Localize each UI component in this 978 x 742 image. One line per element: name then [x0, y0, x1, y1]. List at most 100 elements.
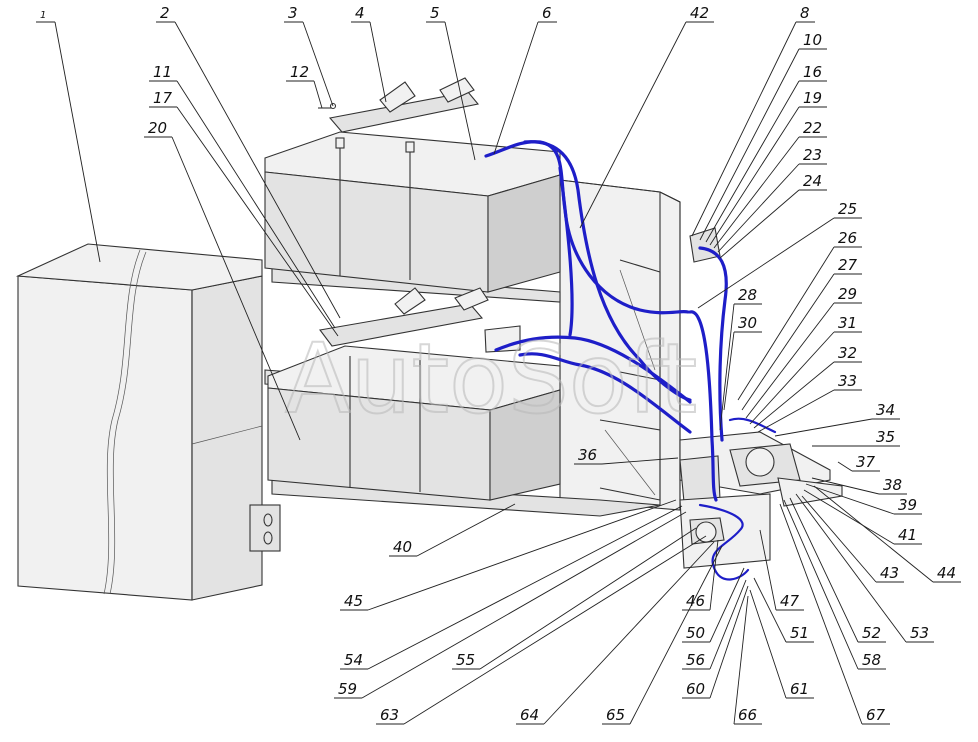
leader-line-44	[813, 485, 934, 583]
part-label-51: 51	[790, 624, 809, 642]
part-label-29: 29	[838, 285, 857, 303]
leader-line-26	[737, 246, 835, 401]
part-label-41: 41	[898, 526, 917, 544]
part-label-17: 17	[153, 89, 173, 107]
part-label-65: 65	[606, 706, 625, 724]
part-label-33: 33	[838, 372, 857, 390]
leader-line-11	[176, 80, 336, 329]
leader-line-12	[313, 80, 323, 109]
leader-line-3	[302, 21, 334, 107]
part-label-64: 64	[520, 706, 539, 724]
part-label-8: 8	[800, 4, 810, 22]
part-label-43: 43	[880, 564, 899, 582]
part-label-1: 1	[40, 10, 46, 21]
leader-line-27	[741, 273, 835, 411]
leader-line-16	[705, 80, 800, 243]
part-label-30: 30	[738, 314, 757, 332]
leader-line-59	[361, 511, 687, 699]
leader-line-24	[719, 189, 800, 259]
leader-line-36	[601, 457, 679, 465]
part-label-40: 40	[393, 538, 412, 556]
part-label-31: 31	[838, 314, 857, 332]
part-label-50: 50	[686, 624, 705, 642]
part-label-61: 61	[790, 680, 809, 698]
part-label-63: 63	[380, 706, 399, 724]
part-label-66: 66	[738, 706, 757, 724]
leader-line-39	[805, 483, 895, 515]
leader-line-51	[753, 577, 787, 643]
leader-line-55	[479, 527, 697, 670]
part-label-46: 46	[686, 592, 705, 610]
part-label-4: 4	[355, 4, 365, 22]
leader-line-30	[723, 331, 735, 411]
leader-line-31	[749, 331, 835, 425]
leader-line-20	[171, 136, 301, 441]
leader-line-45	[367, 499, 677, 611]
leader-line-47	[759, 529, 777, 611]
leader-line-63	[403, 535, 707, 725]
lower-battery	[267, 345, 561, 501]
leader-line-60	[709, 585, 749, 699]
part-label-20: 20	[148, 119, 167, 137]
part-label-47: 47	[780, 592, 800, 610]
part-label-59: 59	[338, 680, 357, 698]
cables	[484, 140, 777, 581]
leader-line-25	[697, 217, 835, 309]
leader-line-2	[174, 21, 341, 319]
leader-line-61	[749, 589, 787, 699]
part-label-10: 10	[803, 31, 822, 49]
part-label-35: 35	[876, 428, 895, 446]
leader-line-6	[493, 21, 539, 155]
part-label-23: 23	[803, 146, 822, 164]
leader-line-10	[699, 48, 800, 241]
part-label-27: 27	[838, 256, 858, 274]
leader-line-56	[709, 579, 747, 670]
part-label-44: 44	[937, 564, 956, 582]
part-label-38: 38	[883, 476, 902, 494]
part-label-60: 60	[686, 680, 705, 698]
part-label-24: 24	[803, 172, 822, 190]
leader-line-8	[691, 21, 797, 237]
part-label-45: 45	[344, 592, 363, 610]
part-label-56: 56	[686, 651, 705, 669]
leader-line-34	[774, 418, 873, 437]
part-label-11: 11	[153, 63, 172, 81]
part-label-55: 55	[456, 651, 475, 669]
battery-switch-box	[679, 227, 843, 569]
part-label-5: 5	[430, 4, 440, 22]
leader-line-22	[713, 136, 800, 249]
part-label-32: 32	[838, 344, 857, 362]
part-label-52: 52	[862, 624, 881, 642]
part-label-22: 22	[803, 119, 822, 137]
leader-line-29	[745, 302, 835, 419]
leader-line-32	[753, 361, 835, 429]
leader-line-43	[801, 495, 877, 583]
leader-line-38	[811, 477, 880, 495]
leader-line-52	[789, 497, 859, 643]
watermark-text: AutoSoft	[285, 323, 697, 435]
battery-cabinet	[15, 243, 281, 601]
leader-line-17	[176, 106, 339, 337]
part-label-19: 19	[803, 89, 822, 107]
leader-line-28	[719, 303, 735, 431]
leader-line-65	[629, 545, 723, 725]
part-label-3: 3	[288, 4, 298, 22]
part-label-53: 53	[910, 624, 929, 642]
leader-line-4	[369, 21, 387, 103]
leader-line-33	[757, 389, 835, 433]
leader-line-46	[709, 539, 719, 611]
leader-line-5	[444, 21, 476, 161]
leader-line-23	[717, 163, 800, 253]
leader-line-50	[709, 567, 745, 643]
leader-line-67	[779, 503, 863, 725]
part-label-2: 2	[160, 4, 170, 22]
leader-lines	[36, 21, 961, 725]
part-label-54: 54	[344, 651, 363, 669]
part-label-12: 12	[290, 63, 309, 81]
part-label-58: 58	[862, 651, 881, 669]
upper-battery	[264, 131, 561, 293]
leader-line-66	[733, 595, 749, 725]
leader-line-53	[795, 493, 907, 643]
